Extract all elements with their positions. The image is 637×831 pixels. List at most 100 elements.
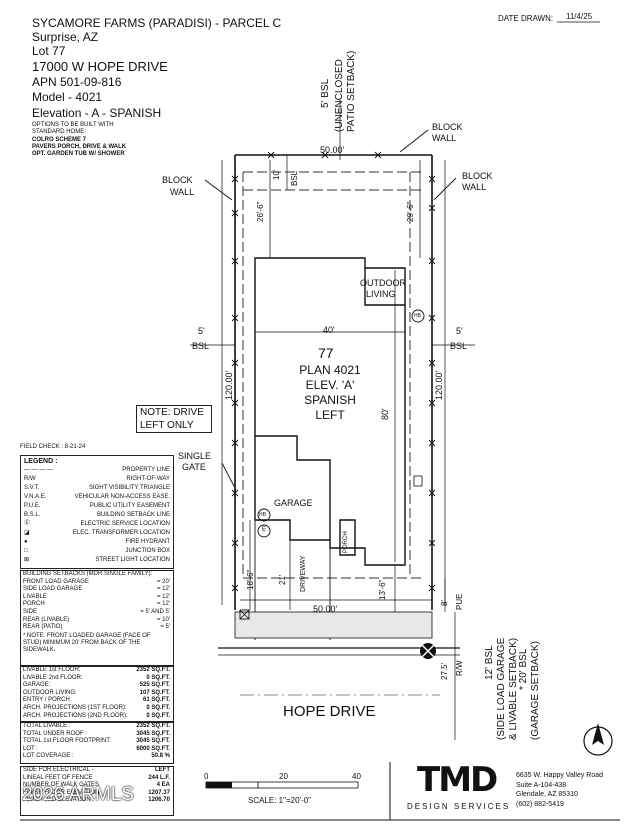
date-value: 11/4/25: [566, 12, 593, 21]
pue-dim: 8': [440, 600, 449, 606]
company-line4: (602) 882-5419: [516, 800, 564, 808]
unenclosed-label: (UNENCLOSED: [334, 59, 345, 132]
elevation: Elevation - A - SPANISH: [32, 106, 162, 120]
apn: APN 501-09-816: [32, 75, 122, 89]
area-row: GARAGE:525 SQ.FT.: [23, 682, 170, 689]
area-row: ARCH. PROJECTIONS (1ST FLOOR):0 SQ.FT.: [23, 704, 170, 711]
dim-rear-right: 29'-6": [406, 201, 415, 222]
plan-hand: LEFT: [315, 408, 345, 422]
plan-name: PLAN 4021: [299, 363, 361, 377]
row-label: R/W: [455, 660, 464, 676]
option-2: PAVERS PORCH, DRIVE & WALK: [32, 144, 127, 150]
side-left-dim: 5': [198, 326, 205, 336]
setback-row: FRONT LOAD GARAGE= 20': [23, 578, 170, 585]
total-row: TOTAL UNDER ROOF :3045 SQ.FT.: [23, 730, 170, 737]
option-1: COLRO SCHEME 7: [32, 137, 87, 143]
legend-title: LEGEND :: [24, 458, 58, 465]
dim-left: 120.00': [224, 370, 234, 400]
plan-elev: ELEV. 'A': [305, 378, 355, 392]
single-label: SINGLE: [178, 451, 212, 461]
garage-setback-label: (GARAGE SETBACK): [530, 641, 541, 740]
hb-label: HB: [259, 512, 266, 518]
setback-row: LIVABLE= 12': [23, 593, 170, 600]
model: Model - 4021: [32, 90, 103, 104]
city: Surprise, AZ: [32, 30, 99, 44]
side-load-label: (SIDE LOAD GARAGE: [496, 637, 507, 740]
bsl-20-label: * 20' BSL: [518, 648, 529, 690]
total-row: LOT :6000 SQ.FT.: [23, 745, 170, 752]
side-right-bsl: BSL: [450, 341, 468, 351]
area-row: ARCH. PROJECTIONS (2ND FLOOR):0 SQ.FT.: [23, 712, 170, 719]
electrical-row: SIDE FOR ELECTRICAL -LEFT: [23, 767, 170, 773]
areas-table: LIVABLE 1st FLOOR:2352 SQ.FT. LIVABLE 2n…: [20, 666, 174, 722]
drive-note: NOTE: DRIVE LEFT ONLY: [136, 405, 212, 433]
plan-style: SPANISH: [304, 393, 356, 407]
block-wall-right-2: WALL: [432, 133, 457, 143]
patio-setback-label: PATIO SETBACK): [346, 50, 357, 132]
scale-tick-0: 0: [204, 772, 209, 781]
dim-width: 40': [323, 325, 335, 335]
street-name: HOPE DRIVE: [283, 703, 376, 720]
area-row: LIVABLE 2nd FLOOR:0 SQ.FT.: [23, 674, 170, 681]
porch-label: PORCH: [343, 531, 349, 553]
rear-bsl-10: 10': [272, 169, 281, 180]
date-label: DATE DRAWN:: [498, 14, 554, 23]
total-row: TOTAL 1st FLOOR FOOTPRINT:3045 SQ.FT.: [23, 738, 170, 745]
setback-row: SIDE LOAD GARAGE= 12': [23, 586, 170, 593]
setback-row: REAR (LIVABLE)= 10': [23, 616, 170, 623]
setbacks-title: BUILDING SETBACKS (MDR SINGLE FAMILY):: [23, 571, 153, 577]
scale-bar: [205, 781, 359, 789]
gate-label: GATE: [182, 462, 206, 472]
setback-row: SIDE= 5' AND 5': [23, 608, 170, 615]
scale-tick-20: 20: [279, 772, 288, 781]
company-address: 6635 W. Happy Valley Road Suite A-104-43…: [516, 771, 603, 809]
rear-bsl-label: 5' BSL: [320, 78, 331, 108]
pue-label: PUE: [455, 593, 464, 610]
dim-top: 50.00': [320, 145, 345, 155]
dim-rear-left: 26'-6": [256, 201, 265, 222]
dim-front-2: 21': [278, 574, 287, 585]
block-wall-right2-1: BLOCK: [462, 171, 493, 181]
outdoor-label: OUTDOOR: [360, 278, 406, 288]
area-row: OUTDOOR LIVING:107 SQ.FT.: [23, 689, 170, 696]
leader-lines: [204, 129, 457, 491]
driveway-label: DRIVEWAY: [300, 555, 307, 592]
total-row: LOT COVERAGE :50.8 %: [23, 753, 170, 760]
sidewalk: [218, 609, 460, 656]
hb-label-2: HB: [414, 313, 421, 319]
block-wall-right-1: BLOCK: [432, 122, 463, 132]
watermark: 2026 ARMLS: [22, 784, 134, 805]
garage-label: GARAGE: [274, 498, 313, 508]
block-wall-right2-2: WALL: [462, 182, 487, 192]
side-right-dim: 5': [456, 326, 463, 336]
company-line3: Glendale, AZ 85310: [516, 791, 578, 798]
company-line2: Suite A-104-438: [516, 781, 567, 789]
logo-mark: TMD: [417, 760, 498, 800]
total-row: TOTAL LIVABLE :2352 SQ.FT.: [23, 723, 170, 729]
block-wall-left-2: WALL: [170, 187, 195, 197]
e-label: E: [262, 527, 267, 533]
bsl-12-label: 12' BSL: [484, 645, 495, 680]
totals-table: TOTAL LIVABLE :2352 SQ.FT. TOTAL UNDER R…: [20, 722, 174, 764]
logo-subtitle: DESIGN SERVICES: [407, 802, 511, 811]
address: 17000 W HOPE DRIVE: [32, 59, 168, 74]
options-title: OPTIONS TO BE BUILT WITH STANDARD HOME:: [32, 122, 114, 135]
driveway-lines: [254, 520, 331, 640]
fire-hydrant-icon: [420, 643, 436, 659]
dim-front-3: 13'-6": [378, 579, 387, 600]
project-name: SYCAMORE FARMS (PARADISI) - PARCEL C: [32, 16, 282, 30]
area-row: LIVABLE 1st FLOOR:2352 SQ.FT.: [23, 667, 170, 673]
dim-bottom: 50.00': [313, 604, 338, 614]
setback-row: PORCH= 12': [23, 601, 170, 608]
setbacks-note: * NOTE: FRONT LOADED GARAGE (FACE OF STU…: [23, 633, 151, 653]
lot-label: Lot 77: [32, 44, 66, 58]
dim-depth: 80': [380, 408, 390, 420]
company-logo: TMD DESIGN SERVICES: [395, 762, 513, 812]
electrical-table: SIDE FOR ELECTRICAL -LEFT LINEAL FEET OF…: [20, 766, 174, 816]
